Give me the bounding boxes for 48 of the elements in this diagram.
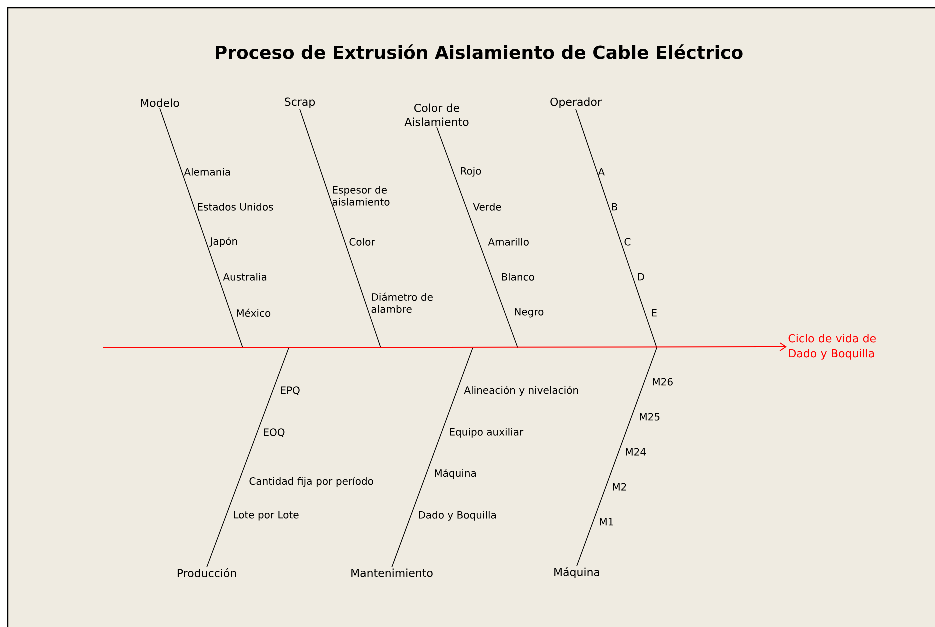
cause-label: Color [350, 238, 376, 246]
cause-label: Alemania [184, 168, 230, 176]
bone-line [576, 109, 658, 348]
cause-label: México [237, 308, 271, 318]
cause-label: Blanco [502, 273, 534, 281]
cause-label: M25 [640, 413, 660, 421]
bone-line [392, 348, 474, 568]
cause-label: B [612, 203, 618, 211]
cause-label: Verde [473, 203, 502, 211]
cause-label: Negro [515, 308, 544, 318]
cause-label: Cantidad fija por período [250, 476, 374, 488]
cause-label: M26 [653, 378, 673, 386]
cause-label: EPQ [281, 386, 300, 396]
category-label: Máquina [554, 567, 600, 579]
cause-label: M2 [613, 483, 626, 491]
cause-label: Máquina [435, 468, 476, 480]
cause-label: Japón [210, 236, 238, 248]
cause-label: D [638, 273, 644, 281]
category-label: Producción [178, 568, 236, 578]
bone-line [206, 348, 290, 568]
title: Proceso de Extrusión Aislamiento de Cable Eléctrico [216, 44, 743, 60]
cause-label: EOQ [264, 428, 285, 438]
cause-label: Amarillo [488, 238, 529, 246]
cause-label: C [624, 238, 631, 246]
cause-label: Dado y Boquilla [419, 511, 496, 521]
cause-label: Estados Unidos [198, 203, 274, 211]
bone-line [436, 127, 518, 348]
category-label: Modelo [141, 98, 180, 108]
category-label: Scrap [285, 98, 316, 108]
cause-label: M1 [600, 518, 614, 526]
cause-label: Equipo auxiliar [450, 428, 524, 438]
cause-label: E [652, 309, 657, 317]
category-label: Color de Aislamiento [404, 104, 469, 126]
bone-line [300, 109, 382, 348]
cause-label: M24 [626, 448, 646, 456]
effect-label: Ciclo de vida de Dado y Boquilla [788, 334, 876, 360]
category-label: Mantenimiento [352, 568, 433, 578]
bone-line [160, 108, 244, 348]
category-label: Operador [550, 98, 602, 108]
cause-label: Australia [223, 273, 267, 281]
bone-line [576, 348, 658, 567]
cause-label: Alineación y nivelación [464, 386, 578, 396]
cause-label: Rojo [461, 167, 482, 177]
cause-label: A [598, 168, 605, 176]
cause-label: Diámetro de alambre [372, 292, 433, 314]
cause-label: Lote por Lote [234, 511, 299, 521]
spine-arrow [102, 342, 787, 352]
cause-label: Espesor de aislamiento [332, 186, 390, 206]
